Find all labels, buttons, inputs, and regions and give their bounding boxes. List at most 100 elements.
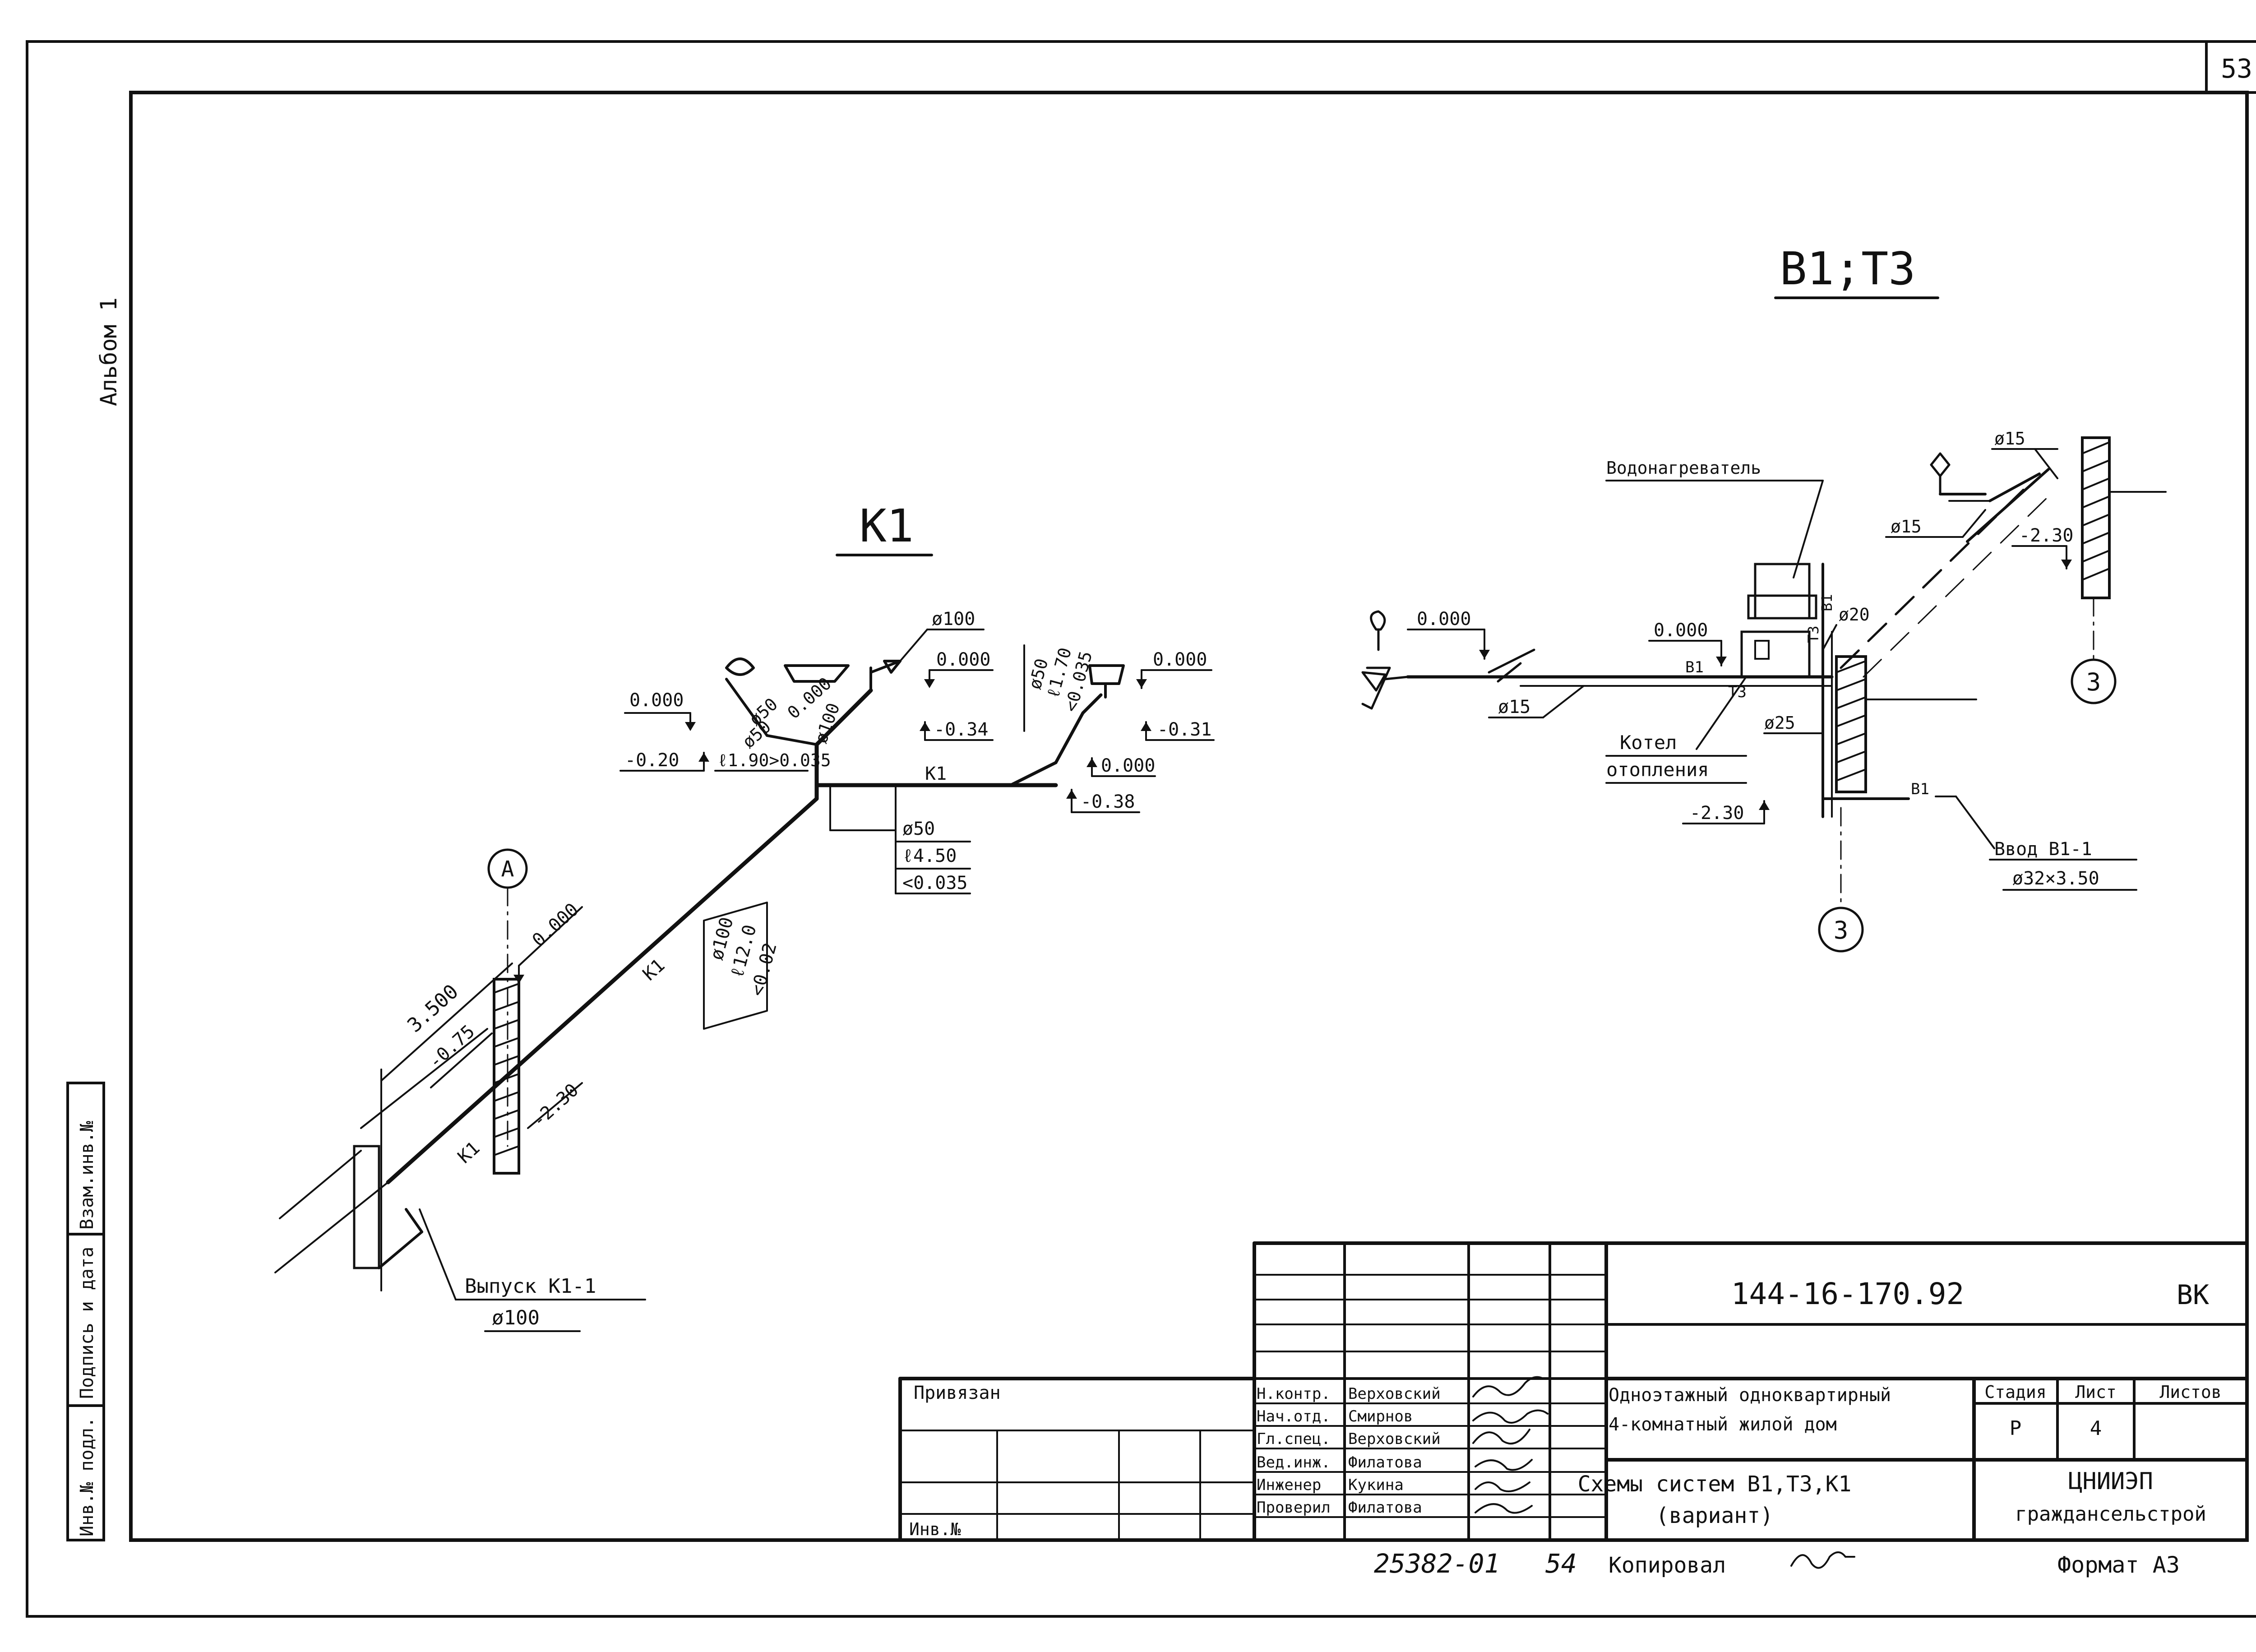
k1-level-m034: -0.34 — [934, 719, 988, 740]
water-heater — [1754, 563, 1811, 620]
b1t3-tag-b1-b: В1 — [1911, 780, 1929, 798]
b1t3-tag-b1: В1 — [1685, 658, 1704, 676]
b1t3-level-left: 0.000 — [1417, 609, 1471, 629]
k1-diagram: К1 К1 К1 К1 ø50 ø50 0.000 ø100 ℓ1.90>0.0… — [274, 500, 1215, 1332]
k1-outlet-d: ø100 — [492, 1306, 540, 1329]
b1t3-d20: ø20 — [1839, 605, 1870, 625]
b1t3-level-right: -2.30 — [2019, 525, 2073, 546]
b1t3-d15-mid: ø15 — [1891, 517, 1922, 537]
page-number: 53 — [2221, 53, 2252, 84]
b1t3-level-bottom: -2.30 — [1690, 803, 1744, 824]
k1-dim-3500: 3.500 — [403, 980, 463, 1037]
tb-name-3: Филатова — [1348, 1453, 1422, 1472]
outer-frame — [26, 40, 2256, 1618]
k1-level-m020: -0.20 — [625, 750, 679, 771]
b1t3-title: В1;Т3 — [1780, 242, 1915, 295]
b1t3-axis-3-lower: 3 — [1834, 916, 1849, 944]
k1-level-right: 0.000 — [1153, 649, 1207, 670]
copier-signature — [1790, 1551, 1855, 1569]
tb-name-1: Смирнов — [1348, 1407, 1413, 1425]
tb-name-2: Верховский — [1348, 1430, 1441, 1448]
signatures — [1472, 1376, 1585, 1514]
side-stamp: Инв.№ подл. Подпись и дата Взам.инв.№ — [66, 1082, 105, 1541]
tb-name-0: Верховский — [1348, 1385, 1441, 1403]
tb-sheet-header: Лист — [2075, 1382, 2117, 1402]
tb-role-1: Нач.отд. — [1257, 1407, 1331, 1425]
k1-slope-note: ℓ1.90>0.035 — [717, 750, 831, 770]
k1-main-pipe — [386, 796, 819, 1185]
b1t3-level-mid: 0.000 — [1654, 620, 1708, 641]
tb-sheet-no: 4 — [2090, 1417, 2102, 1440]
k1-level-left: 0.000 — [629, 690, 684, 711]
tb-copied-label: Копировал — [1609, 1553, 1726, 1578]
b1t3-d25: ø25 — [1764, 713, 1795, 733]
tb-privyazan: Привязан — [914, 1383, 1001, 1403]
k1-wall-hatch — [494, 983, 519, 1156]
b1t3-d15-left: ø15 — [1498, 697, 1530, 717]
k1-d100-top: ø100 — [932, 609, 975, 629]
tb-stage-header: Стадия — [1984, 1382, 2046, 1402]
tb-format-label: Формат А3 — [2057, 1552, 2180, 1578]
stamp-vzam: Взам.инв.№ — [77, 1121, 97, 1230]
k1-right-branch-table: ø50 ℓ1.70 <0.035 — [1023, 644, 1096, 732]
tb-org-1: ЦНИИЭП — [2068, 1468, 2153, 1495]
tb-role-4: Инженер — [1257, 1476, 1321, 1494]
k1-mid-table: ø50 ℓ4.50 <0.035 — [829, 784, 971, 894]
b1t3-tag-t3-v: Т3 — [1805, 625, 1822, 643]
k1-mid-d50: ø50 — [902, 819, 935, 839]
inner-frame — [129, 91, 2249, 1542]
k1-level-m038: -0.38 — [1081, 791, 1135, 812]
k1-line-label-branch: К1 — [925, 764, 947, 784]
tb-drawing-name-1: Схемы систем В1,Т3,К1 — [1578, 1472, 1852, 1497]
tb-role-5: Проверил — [1257, 1499, 1331, 1517]
k1-main-table: ø100 ℓ12.0 <0.02 — [703, 902, 781, 1030]
tb-copy-code: 25382-01 — [1374, 1548, 1500, 1579]
tb-copy-page: 54 — [1545, 1548, 1577, 1579]
tb-sheets-header: Листов — [2159, 1382, 2221, 1402]
b1t3-axis-3-upper-marker — [2071, 658, 2117, 704]
k1-level-top: 0.000 — [936, 649, 990, 670]
tb-name-5: Филатова — [1348, 1499, 1422, 1517]
k1-level-wall-top: 0.000 — [528, 899, 582, 951]
b1t3-tag-b1-v: В1 — [1818, 594, 1835, 611]
b1t3-input-size: ø32×3.50 — [2012, 868, 2099, 889]
page-number-box — [2205, 40, 2256, 94]
tb-role-0: Н.контр. — [1257, 1385, 1331, 1403]
tb-section: ВК — [2177, 1279, 2209, 1311]
title-block: Привязан Инв.№ Н.контр. Нач.отд. Гл.спец… — [898, 1241, 2249, 1542]
tb-stage: Р — [2010, 1417, 2022, 1440]
tb-inv-no: Инв.№ — [909, 1519, 961, 1539]
k1-level-m031: -0.31 — [1157, 719, 1211, 740]
tb-project-name-1: Одноэтажный одноквартирный — [1609, 1385, 1891, 1406]
b1t3-heater-label: Водонагреватель — [1606, 458, 1761, 478]
b1t3-boiler-label-2: отопления — [1606, 759, 1709, 781]
b1t3-boiler-label-1: Котел — [1620, 731, 1677, 754]
b1t3-wall-hatch-lower — [1836, 660, 1866, 782]
k1-level-branch: 0.000 — [1101, 755, 1155, 776]
k1-axis-a: А — [501, 856, 514, 882]
k1-title: К1 — [860, 500, 914, 552]
tb-doc-code: 144-16-170.92 — [1731, 1277, 1965, 1311]
boiler — [1740, 630, 1811, 678]
k1-line-label-main: К1 — [639, 955, 669, 985]
stamp-podpis: Подпись и дата — [77, 1247, 97, 1399]
tb-role-3: Вед.инж. — [1257, 1453, 1331, 1472]
tb-name-4: Кукина — [1348, 1476, 1404, 1494]
tb-role-2: Гл.спец. — [1257, 1430, 1331, 1448]
stamp-inv-podl: Инв.№ подл. — [77, 1417, 97, 1536]
k1-d50-b: ø50 — [739, 717, 775, 752]
album-label: Альбом 1 — [96, 297, 122, 406]
tb-project-name-2: 4-комнатный жилой дом — [1609, 1414, 1837, 1435]
tb-drawing-name-2: (вариант) — [1656, 1503, 1773, 1528]
k1-mid-len: ℓ4.50 — [902, 846, 957, 866]
b1t3-axis-3-lower-marker — [1818, 907, 1864, 953]
k1-outlet-label: Выпуск К1-1 — [465, 1275, 596, 1298]
k1-line-label-low: К1 — [454, 1138, 484, 1167]
k1-level-m075: -0.75 — [425, 1021, 479, 1073]
b1t3-axis-3-upper: 3 — [2086, 668, 2101, 696]
k1-mid-slope: <0.035 — [902, 873, 968, 893]
b1t3-input-label: Ввод В1-1 — [1994, 839, 2092, 860]
b1t3-d15-top: ø15 — [1994, 429, 2025, 449]
tb-org-2: граждансельстрой — [2015, 1503, 2206, 1526]
